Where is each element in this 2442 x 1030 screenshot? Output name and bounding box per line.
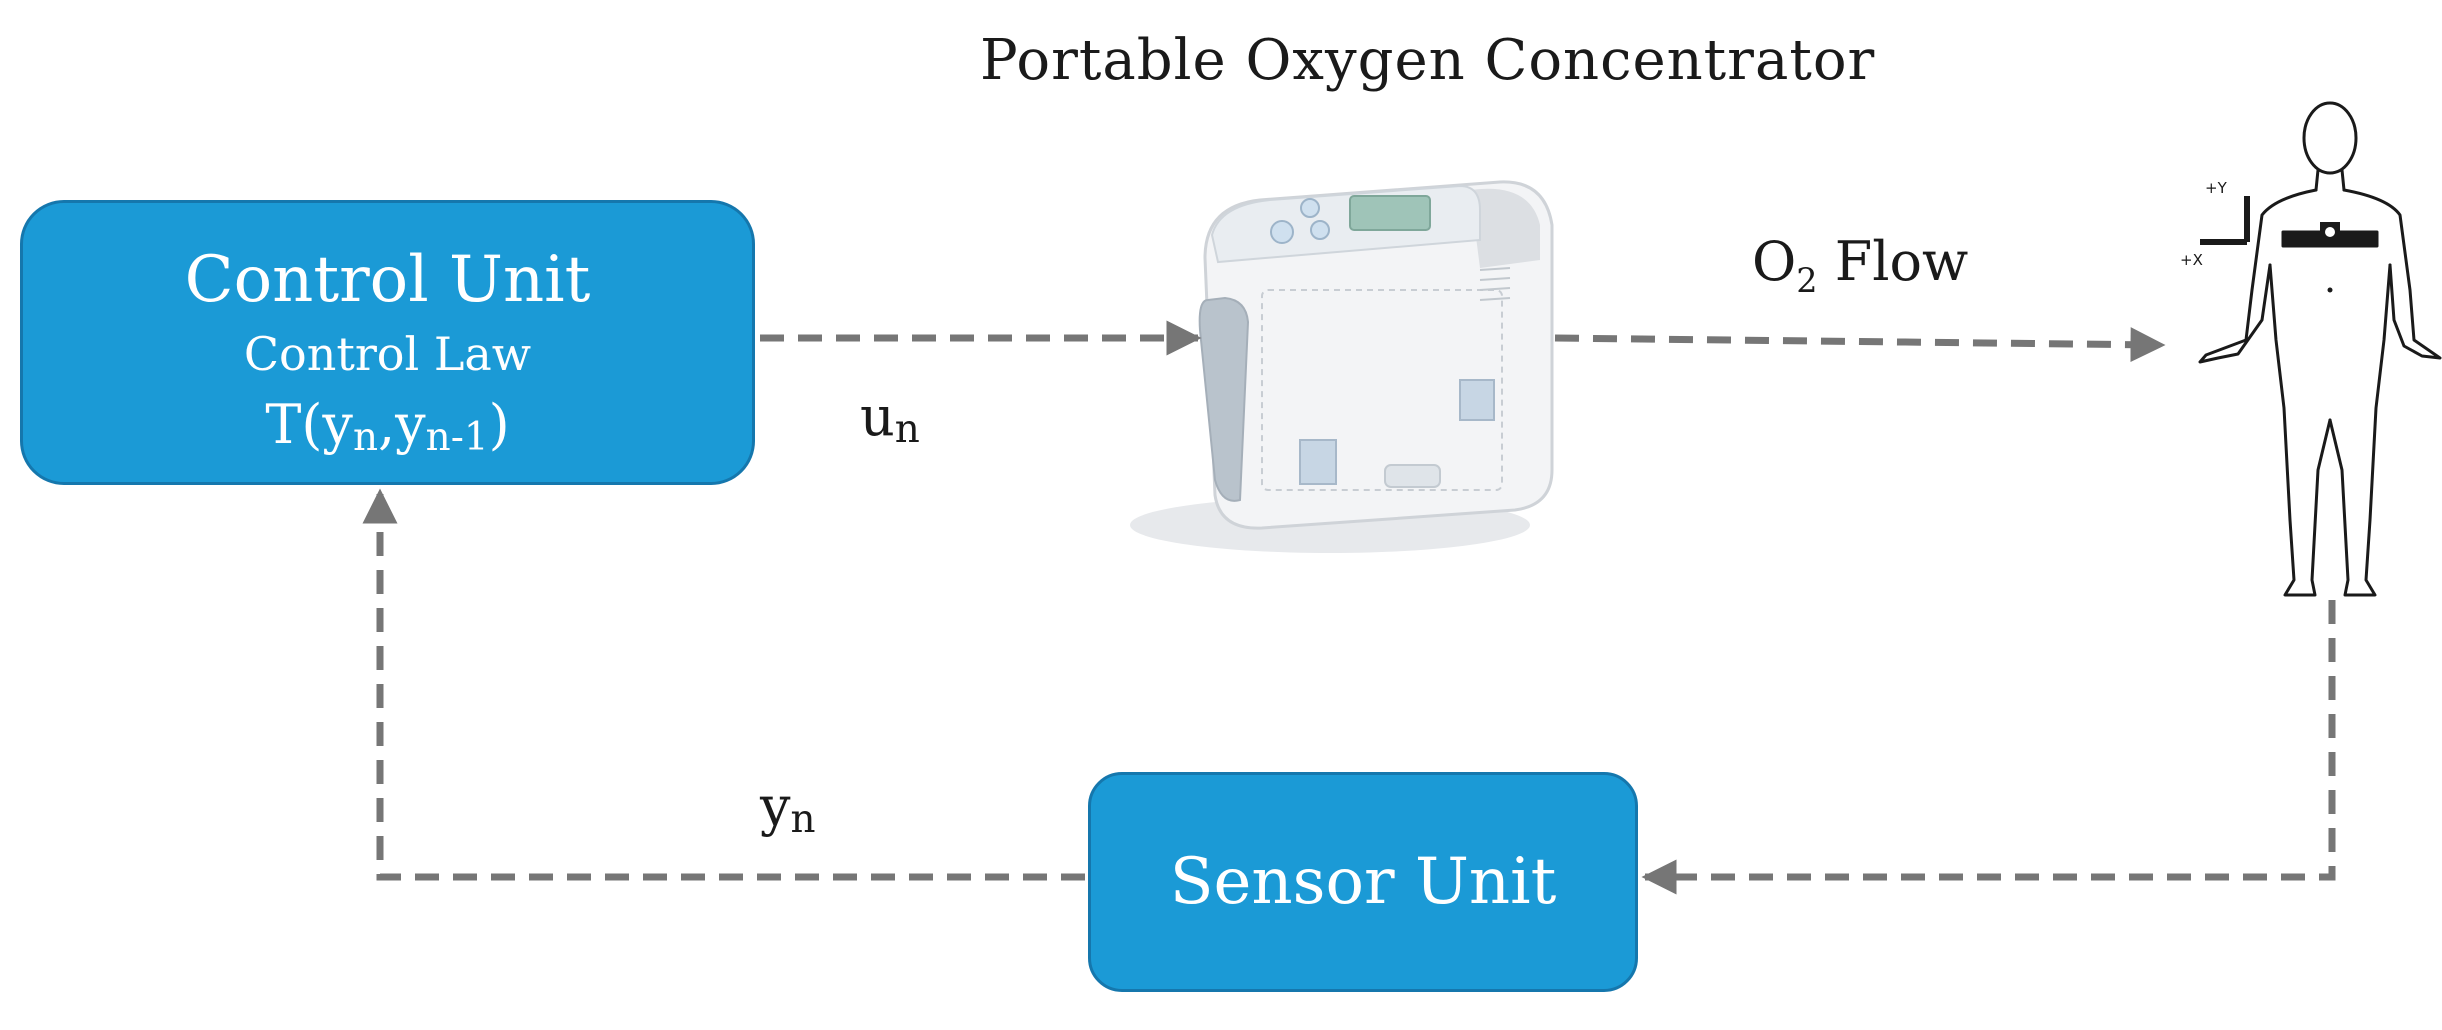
measurement-signal-label: yn bbox=[760, 775, 816, 842]
device-title: Portable Oxygen Concentrator bbox=[980, 28, 1876, 93]
control-signal-label: un bbox=[860, 385, 920, 452]
sensor-unit-title: Sensor Unit bbox=[1169, 845, 1557, 919]
patient-axes bbox=[2200, 196, 2250, 245]
arrow-patient-to-sensor bbox=[1641, 600, 2336, 895]
o2-flow-label: O2 Flow bbox=[1752, 230, 1969, 300]
axis-y-label: +Y bbox=[2205, 179, 2228, 197]
patient-figure bbox=[2198, 101, 2442, 597]
control-unit-box: Control Unit Control Law T(yn,yn-1) bbox=[20, 200, 755, 485]
axis-x-label: +X bbox=[2180, 251, 2203, 269]
arrow-device-to-patient bbox=[1554, 327, 2166, 363]
arrow-sensor-to-control bbox=[362, 488, 1085, 881]
arrows bbox=[362, 320, 2336, 895]
control-unit-title: Control Unit bbox=[184, 243, 591, 317]
sensor-unit-box: Sensor Unit bbox=[1088, 772, 1638, 992]
oxygen-concentrator-image bbox=[1130, 180, 1554, 553]
control-law-function: T(yn,yn-1) bbox=[265, 393, 510, 460]
control-law-label: Control Law bbox=[243, 327, 532, 381]
